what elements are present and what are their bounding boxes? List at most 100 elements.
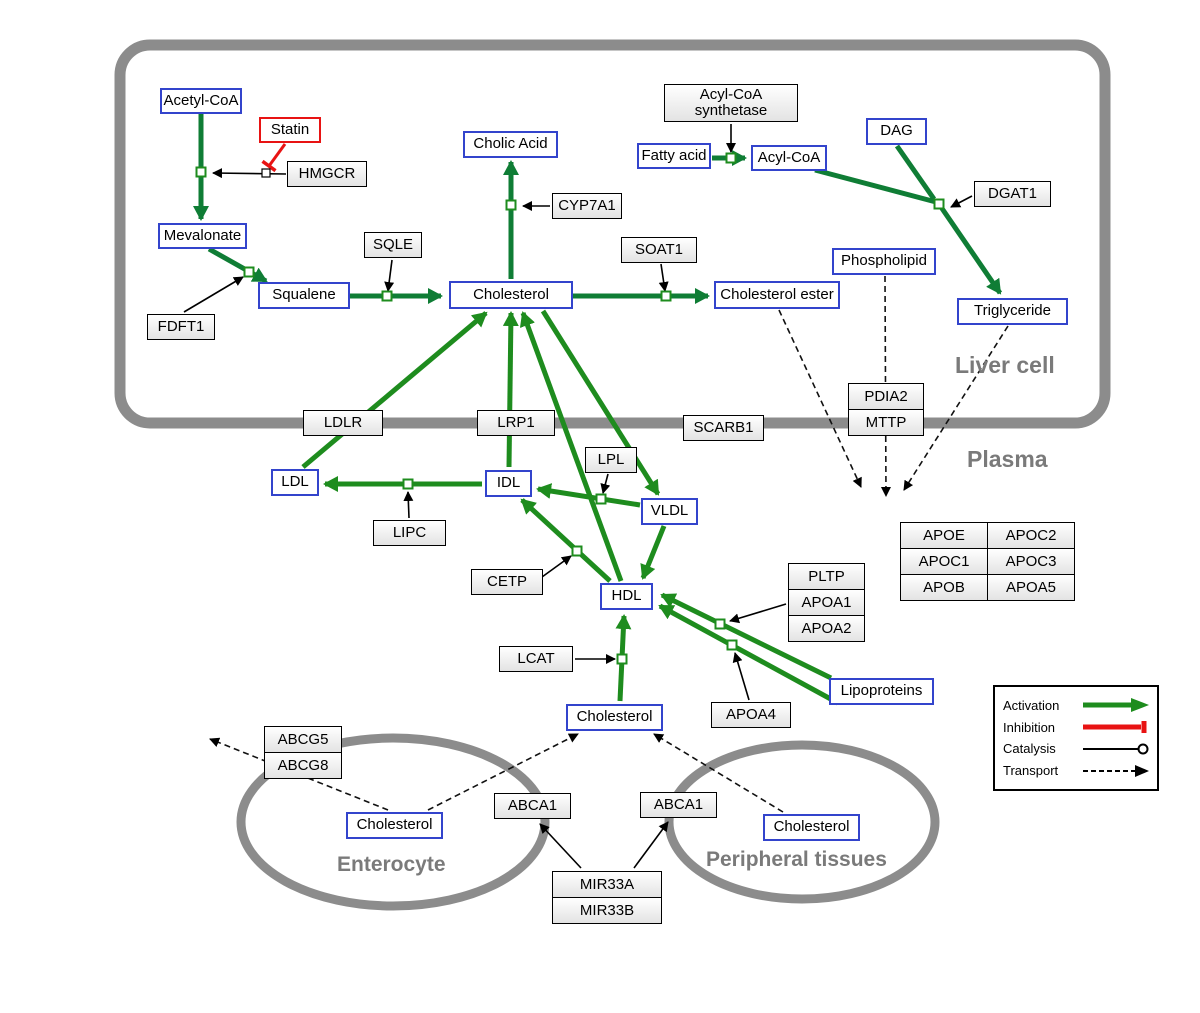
edge-hdl-idl bbox=[520, 498, 612, 583]
edge-cetp-catalysis bbox=[541, 555, 572, 578]
node-idl[interactable]: IDL bbox=[485, 470, 532, 497]
node-triglyceride[interactable]: Triglyceride bbox=[957, 298, 1068, 325]
node-cholic-acid[interactable]: Cholic Acid bbox=[463, 131, 558, 158]
node-mttp[interactable]: MTTP bbox=[849, 410, 923, 435]
node-abcg5[interactable]: ABCG5 bbox=[265, 727, 341, 752]
node-lipoproteins[interactable]: Lipoproteins bbox=[829, 678, 934, 705]
node-abcg5-abcg8-complex: ABCG5 ABCG8 bbox=[264, 726, 342, 779]
node-acetyl-coa[interactable]: Acetyl-CoA bbox=[160, 88, 242, 114]
node-ldlr[interactable]: LDLR bbox=[303, 410, 383, 436]
node-lcat[interactable]: LCAT bbox=[499, 646, 573, 672]
peripheral-tissues-label: Peripheral tissues bbox=[706, 848, 887, 871]
legend-activation-label: Activation bbox=[1003, 697, 1060, 713]
edge-mir33-abca1-right bbox=[633, 821, 669, 869]
node-pltp[interactable]: PLTP bbox=[789, 564, 864, 589]
plasma-label: Plasma bbox=[967, 446, 1048, 472]
node-apob[interactable]: APOB bbox=[901, 575, 987, 600]
node-soat1[interactable]: SOAT1 bbox=[621, 237, 697, 263]
node-mir33a[interactable]: MIR33A bbox=[553, 872, 661, 897]
statin-target-square bbox=[261, 168, 271, 178]
edge-mir33-abca1-left bbox=[539, 823, 582, 869]
node-apoa2[interactable]: APOA2 bbox=[789, 616, 864, 641]
node-apoc1[interactable]: APOC1 bbox=[901, 549, 987, 574]
legend: Activation Inhibition Catalysis Transpor… bbox=[993, 685, 1159, 791]
node-lpl[interactable]: LPL bbox=[585, 447, 637, 473]
edge-soat1-catalysis bbox=[658, 263, 669, 292]
node-cholesterol-peripheral[interactable]: Cholesterol bbox=[763, 814, 860, 841]
catalysis-circle-icon bbox=[1083, 743, 1149, 755]
edge-lipc-catalysis bbox=[403, 491, 414, 519]
node-apoe[interactable]: APOE bbox=[901, 523, 987, 548]
node-cholesterol-enterocyte[interactable]: Cholesterol bbox=[346, 812, 443, 839]
edge-hdl-cholesterol-uptake bbox=[519, 311, 624, 582]
node-pdia2-mttp-complex: PDIA2 MTTP bbox=[848, 383, 924, 436]
node-fdft1[interactable]: FDFT1 bbox=[147, 314, 215, 340]
legend-inhibition-label: Inhibition bbox=[1003, 719, 1056, 735]
node-acyl-coa[interactable]: Acyl-CoA bbox=[751, 145, 827, 171]
node-lrp1[interactable]: LRP1 bbox=[477, 410, 555, 436]
edge-cholesterolester-plasma bbox=[778, 309, 862, 488]
edge-apoa4-catalysis bbox=[732, 652, 750, 701]
node-sqle[interactable]: SQLE bbox=[364, 232, 422, 258]
edge-triglyceride-plasma bbox=[903, 325, 1009, 491]
enterocyte-membrane bbox=[236, 733, 550, 911]
node-abca1-right[interactable]: ABCA1 bbox=[640, 792, 717, 818]
node-cholesterol-ester[interactable]: Cholesterol ester bbox=[714, 281, 840, 309]
legend-catalysis-row: Catalysis bbox=[1003, 741, 1149, 756]
legend-catalysis-label: Catalysis bbox=[1003, 741, 1056, 757]
edge-peripheral-cholesterol-to-plasma bbox=[653, 733, 784, 813]
node-hdl[interactable]: HDL bbox=[600, 583, 653, 610]
edge-mevalonate-squalene bbox=[207, 246, 268, 284]
node-abcg8[interactable]: ABCG8 bbox=[265, 753, 341, 778]
node-fatty-acid[interactable]: Fatty acid bbox=[637, 143, 711, 169]
node-phospholipid[interactable]: Phospholipid bbox=[832, 248, 936, 275]
node-acyl-coa-synthetase[interactable]: Acyl-CoA synthetase bbox=[664, 84, 798, 122]
node-pltp-apoa-complex: PLTP APOA1 APOA2 bbox=[788, 563, 865, 642]
node-hmgcr[interactable]: HMGCR bbox=[287, 161, 367, 187]
node-dag[interactable]: DAG bbox=[866, 118, 927, 145]
reaction-junction-squares bbox=[195, 152, 945, 665]
edge-ldl-cholesterol-uptake bbox=[301, 311, 488, 469]
node-vldl[interactable]: VLDL bbox=[641, 498, 698, 525]
edge-fdft1-catalysis bbox=[183, 276, 244, 313]
node-cetp[interactable]: CETP bbox=[471, 569, 543, 595]
node-apoa4[interactable]: APOA4 bbox=[711, 702, 791, 728]
node-pdia2[interactable]: PDIA2 bbox=[849, 384, 923, 409]
node-mir33-complex: MIR33A MIR33B bbox=[552, 871, 662, 924]
edge-dgat1-catalysis bbox=[950, 195, 973, 208]
node-mevalonate[interactable]: Mevalonate bbox=[158, 223, 247, 249]
inhibition-tbar-icon bbox=[1083, 721, 1147, 734]
node-ldl[interactable]: LDL bbox=[271, 469, 319, 496]
catalysis-edges bbox=[183, 124, 973, 869]
edge-vldl-hdl bbox=[640, 525, 667, 580]
edge-statin-hmgcr-inhibition bbox=[267, 143, 287, 167]
edge-sqle-catalysis bbox=[384, 259, 395, 292]
transport-dashed-arrow-icon bbox=[1083, 764, 1149, 777]
edge-hmgcr-catalysis bbox=[212, 168, 287, 179]
node-mir33b[interactable]: MIR33B bbox=[553, 898, 661, 923]
enterocyte-label: Enterocyte bbox=[337, 853, 446, 876]
edge-apostack-catalysis bbox=[729, 603, 787, 624]
edge-acylcoa-junction bbox=[814, 167, 937, 205]
edge-junction-triglyceride bbox=[938, 205, 1003, 295]
node-statin[interactable]: Statin bbox=[259, 117, 321, 143]
node-squalene[interactable]: Squalene bbox=[258, 282, 350, 309]
node-dgat1[interactable]: DGAT1 bbox=[974, 181, 1051, 207]
edge-lpl-catalysis bbox=[600, 473, 611, 494]
node-cyp7a1[interactable]: CYP7A1 bbox=[552, 193, 622, 219]
legend-inhibition-row: Inhibition bbox=[1003, 720, 1149, 735]
node-cholesterol-plasma[interactable]: Cholesterol bbox=[566, 704, 663, 731]
node-apoa5[interactable]: APOA5 bbox=[988, 575, 1074, 600]
node-cholesterol-liver[interactable]: Cholesterol bbox=[449, 281, 573, 309]
node-apoa1[interactable]: APOA1 bbox=[789, 590, 864, 615]
edge-enterocyte-cholesterol-to-plasma bbox=[427, 733, 579, 811]
edge-lipoproteins-hdl-lower bbox=[658, 603, 840, 706]
node-apoc2[interactable]: APOC2 bbox=[988, 523, 1074, 548]
edge-idl-cholesterol-uptake bbox=[502, 311, 519, 468]
node-lipc[interactable]: LIPC bbox=[373, 520, 446, 546]
node-abca1-left[interactable]: ABCA1 bbox=[494, 793, 571, 819]
node-scarb1[interactable]: SCARB1 bbox=[683, 415, 764, 441]
node-apoc3[interactable]: APOC3 bbox=[988, 549, 1074, 574]
